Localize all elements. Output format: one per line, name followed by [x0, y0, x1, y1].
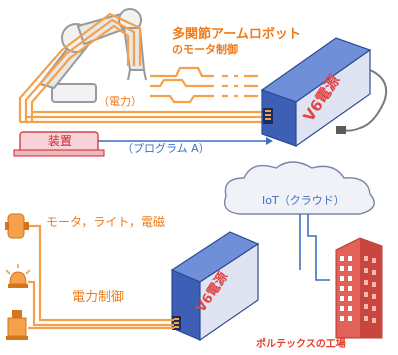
device-label: 装置	[47, 134, 72, 148]
power-label: （電力）	[98, 95, 142, 108]
power-unit-top	[260, 37, 372, 148]
program-arrow	[94, 137, 273, 145]
motor-icon	[5, 213, 29, 239]
robot-subtitle: のモータ制御	[172, 43, 238, 56]
robot-cables	[18, 12, 262, 124]
power-control-label: 電力制御	[72, 290, 125, 305]
program-label: （プログラム A）	[122, 142, 210, 155]
cloud-label: IoT（クラウド）	[262, 194, 345, 207]
control-signal-lines	[150, 66, 258, 104]
power-cord	[343, 69, 388, 132]
power-unit-bottom	[170, 231, 260, 342]
factory-icon	[335, 237, 383, 339]
factory-label: ポルテックスの工場	[256, 339, 346, 350]
loads-label: モータ，ライト，電磁	[46, 215, 166, 229]
load-cables	[28, 224, 174, 330]
cloud-icon	[223, 161, 375, 215]
cloud-links	[299, 214, 330, 281]
light-icon	[5, 264, 31, 288]
robot-title: 多関節アームロボット	[172, 27, 301, 42]
device-base	[13, 149, 105, 157]
solenoid-icon	[6, 310, 28, 340]
plug-icon	[336, 126, 346, 134]
